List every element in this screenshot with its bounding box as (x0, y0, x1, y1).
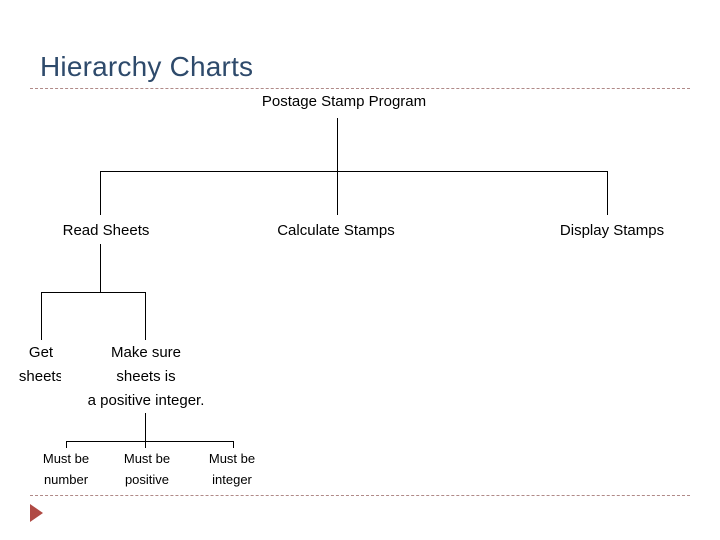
page-title: Hierarchy Charts (40, 51, 254, 82)
connector-root-drop (337, 118, 338, 171)
connector-level3-bar (41, 292, 146, 293)
connector-level4-bar (66, 441, 233, 442)
connector-level2-right (607, 171, 608, 215)
connector-level2-center (337, 171, 338, 215)
connector-level2-bar (100, 171, 608, 172)
connector-level3-left (41, 292, 42, 340)
connector-make-sure-drop (145, 413, 146, 445)
node-must-be-integer-line2: integer (212, 472, 252, 487)
bottom-divider (30, 495, 690, 496)
node-calculate-stamps: Calculate Stamps (277, 219, 395, 243)
node-must-be-positive-line2: positive (124, 472, 170, 487)
top-divider (30, 88, 690, 89)
node-make-sure-line2: sheets is (116, 368, 176, 385)
node-root: Postage Stamp Program (261, 90, 427, 114)
play-triangle-icon (30, 504, 43, 522)
node-get-sheets-line1: Get (28, 344, 54, 361)
node-must-be-integer-line1: Must be (208, 451, 256, 466)
node-get-sheets-line2: sheets (18, 368, 64, 385)
node-make-sure-positive-integer: Make sure sheets is a positive integer. (61, 341, 231, 413)
node-must-be-number-line1: Must be (42, 451, 90, 466)
node-make-sure-line3: a positive integer. (87, 392, 205, 409)
node-display-stamps: Display Stamps (559, 219, 665, 243)
node-must-be-number-line2: number (43, 472, 89, 487)
node-must-be-positive-line1: Must be (123, 451, 171, 466)
connector-level2-left (100, 171, 101, 215)
node-make-sure-line1: Make sure (110, 344, 182, 361)
node-must-be-integer: Must be integer (195, 448, 269, 490)
node-read-sheets: Read Sheets (62, 219, 150, 243)
connector-read-sheets-drop (100, 244, 101, 292)
node-must-be-positive: Must be positive (110, 448, 184, 490)
connector-level3-right (145, 292, 146, 340)
node-must-be-number: Must be number (27, 448, 105, 490)
